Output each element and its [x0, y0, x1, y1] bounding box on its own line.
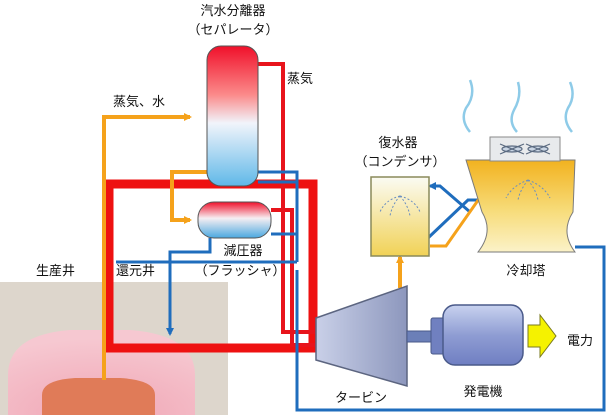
production-well-label: 生産井 [36, 263, 75, 279]
turbine-shaft [406, 330, 432, 343]
production-pipe [102, 113, 192, 380]
reinjection-well-label: 還元井 [116, 264, 155, 279]
tower-spray [505, 179, 551, 201]
steam-pipe-flasher [271, 208, 316, 347]
reinjection-pipe [166, 238, 212, 336]
generator-label: 発電機 [463, 385, 502, 400]
condenser-label: 復水器 [378, 135, 417, 151]
fan-housing [489, 136, 561, 162]
cooling-return-pipe [295, 245, 606, 412]
turbine-label: タービン [335, 391, 387, 406]
separator-label: 汽水分離器 [200, 4, 265, 19]
cooling-tower [465, 159, 576, 253]
steam-label: 蒸気 [287, 71, 313, 87]
flasher-label: 減圧器 [223, 243, 262, 259]
flasher-vessel [197, 201, 272, 239]
steam-pipe-main [258, 62, 316, 334]
magma-core [42, 378, 155, 415]
condenser-spray [379, 195, 421, 217]
separator-brine-pipe [258, 180, 299, 262]
separator-to-flasher-pipe [170, 170, 232, 224]
power-label: 電力 [567, 334, 593, 349]
highlight-frame [104, 179, 318, 353]
turbine-icon [315, 284, 408, 387]
cooling-tower-label: 冷却塔 [506, 264, 545, 279]
condenser-to-tower-pipe-blue [426, 198, 478, 240]
condenser-vessel [370, 176, 430, 257]
steam-water-label: 蒸気、水 [113, 94, 165, 110]
tower-to-condenser-pipe [428, 182, 471, 214]
separator-sublabel: （セパレータ） [187, 23, 278, 38]
condenser-sublabel: （コンデンサ） [354, 154, 445, 170]
separator-vessel [206, 45, 259, 187]
fan-icon [499, 143, 551, 155]
flasher-sublabel: （フラッシャ） [194, 264, 285, 279]
steam-plume [462, 79, 574, 133]
power-arrow-icon [527, 313, 557, 359]
generator-icon [442, 304, 524, 366]
